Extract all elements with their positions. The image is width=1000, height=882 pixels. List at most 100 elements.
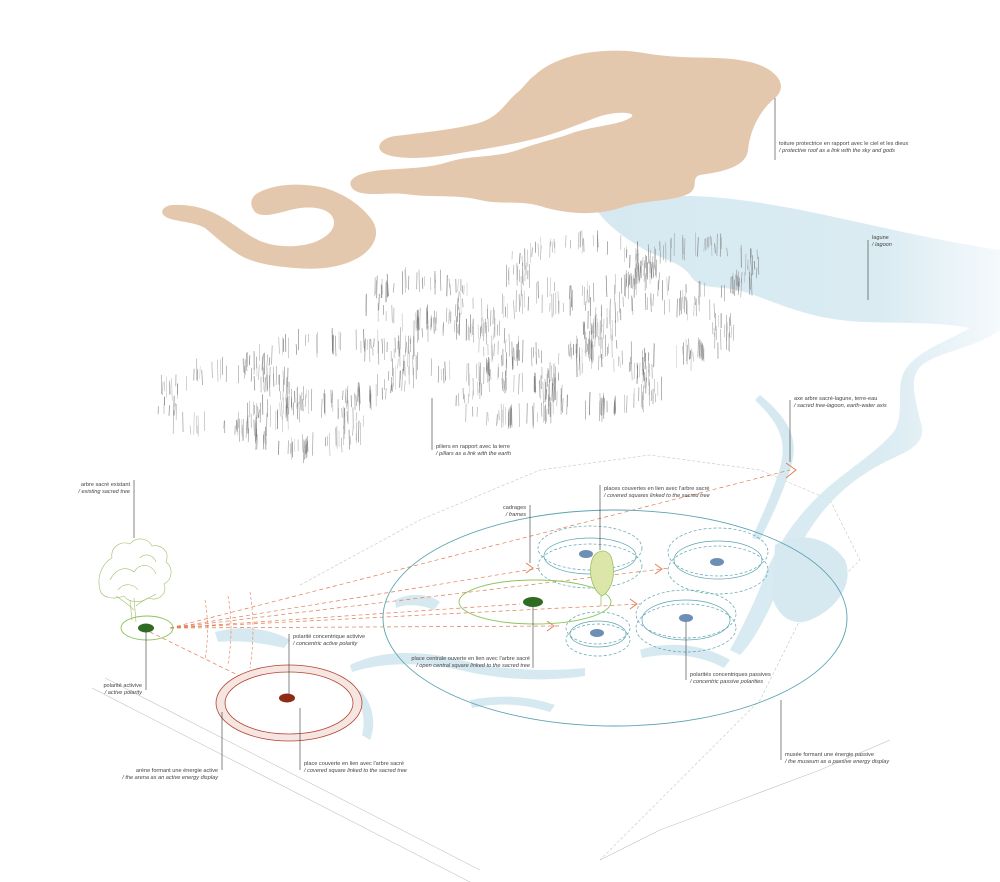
- pillar-stroke: [362, 415, 364, 427]
- label-tree: arbre sacré existant / existing sacred t…: [60, 482, 130, 496]
- pillar-stroke: [546, 368, 549, 387]
- pillar-stroke: [298, 402, 300, 423]
- label-covered-square: place couverte en lien avec l'arbre sacr…: [304, 761, 407, 775]
- young-sacred-tree-icon: [590, 550, 614, 606]
- label-museum-en: / the museum as a passive energy display: [785, 759, 890, 766]
- pillar-stroke: [603, 318, 605, 339]
- pillar-stroke: [626, 249, 628, 258]
- pillar-stroke: [668, 275, 670, 291]
- frame-arc-2: [227, 595, 232, 665]
- ring-inner: [543, 537, 637, 575]
- arena-covered-square: [279, 693, 295, 703]
- pillar-stroke: [518, 373, 520, 395]
- ring-inner: [673, 540, 763, 580]
- pillar-stroke: [462, 298, 464, 308]
- pillar-stroke: [531, 347, 533, 367]
- pillar-stroke: [488, 379, 490, 393]
- pillar-stroke: [533, 402, 535, 426]
- pillar-stroke: [532, 347, 535, 358]
- pillar-stroke: [595, 313, 597, 328]
- pillar-stroke: [493, 309, 495, 327]
- pillar-stroke: [516, 344, 518, 359]
- pillar-stroke: [307, 333, 309, 343]
- pillar-stroke: [387, 283, 389, 297]
- pillar-stroke: [268, 357, 271, 366]
- pillar-stroke: [419, 307, 421, 331]
- pillar-stroke: [602, 395, 605, 419]
- pillar-stroke: [541, 402, 543, 417]
- pillar-stroke: [357, 381, 359, 402]
- pillar-stroke: [748, 265, 750, 278]
- pillar-stroke: [517, 341, 519, 361]
- pillar-stroke: [266, 354, 268, 368]
- pillar-stroke: [391, 305, 393, 323]
- earth-pillars: [157, 230, 760, 464]
- passive-polarities: [579, 550, 724, 637]
- label-frames: cadrages / frames: [476, 505, 526, 519]
- pillar-stroke: [304, 445, 307, 455]
- pillar-stroke: [503, 327, 506, 344]
- pillar-stroke: [266, 413, 268, 437]
- pillar-stroke: [552, 293, 555, 317]
- pillar-stroke: [588, 330, 590, 355]
- pillar-stroke: [666, 276, 668, 296]
- pillar-stroke: [405, 341, 407, 353]
- label-active-polarity: polarité activive / active polarity: [80, 683, 142, 697]
- pillar-stroke: [636, 265, 638, 285]
- pillar-stroke: [614, 301, 617, 323]
- ring-lower: [537, 543, 643, 589]
- pillar-stroke: [352, 426, 354, 436]
- pillar-stroke: [702, 346, 704, 359]
- pillar-stroke: [329, 433, 331, 457]
- pillar-stroke: [643, 262, 646, 282]
- pillar-stroke: [393, 283, 395, 293]
- pillar-stroke: [480, 325, 482, 339]
- pillar-stroke: [686, 344, 688, 365]
- sacred-axes: [149, 469, 791, 709]
- pillar-stroke: [458, 291, 460, 302]
- axis-tree-square-2: [169, 603, 521, 629]
- pillar-stroke: [331, 330, 333, 354]
- pillar-stroke: [386, 280, 388, 298]
- pillar-stroke: [626, 395, 628, 413]
- pillar-stroke: [174, 403, 176, 416]
- label-pillars: piliers en rapport avec la terre / pilla…: [436, 444, 511, 458]
- arrowhead-frame-1: [525, 562, 534, 574]
- ring-lower: [635, 603, 737, 653]
- frame-arcs: [204, 591, 254, 669]
- pillar-stroke: [586, 281, 588, 303]
- pillar-stroke: [562, 398, 564, 413]
- ground-edge-left-inner: [104, 677, 481, 871]
- pillar-stroke: [316, 334, 318, 358]
- pillar-stroke: [490, 368, 492, 380]
- label-covered-squares-fr: places couvertes en lien avec l'arbre sa…: [604, 486, 710, 492]
- leader-lines: [133, 98, 869, 770]
- lagoon-east-bank: [772, 537, 848, 623]
- pillar-stroke: [635, 253, 637, 278]
- label-concentric-active-en: / concentric active polarity: [293, 641, 358, 648]
- label-museum: musée formant une énergie passive / the …: [785, 752, 889, 766]
- pillar-stroke: [467, 393, 469, 404]
- pillar-stroke: [457, 298, 459, 310]
- frame-arc-1: [204, 599, 208, 661]
- pillar-stroke: [619, 357, 621, 368]
- pillar-stroke: [258, 409, 260, 419]
- pillar-stroke: [331, 389, 333, 408]
- pillar-stroke: [242, 358, 244, 373]
- pillar-stroke: [652, 256, 654, 268]
- pillar-stroke: [374, 277, 376, 297]
- pillar-stroke: [364, 338, 366, 362]
- label-tree-en: / existing sacred tree: [78, 489, 130, 496]
- pillar-stroke: [689, 350, 691, 360]
- pillar-stroke: [604, 334, 607, 357]
- pillar-stroke: [340, 332, 342, 351]
- pillar-stroke: [515, 349, 518, 362]
- pillar-stroke: [534, 376, 536, 394]
- pillar-stroke: [323, 393, 326, 413]
- pillar-stroke: [258, 364, 260, 381]
- pillar-stroke: [398, 340, 400, 354]
- pillar-stroke: [458, 306, 460, 318]
- pillar-stroke: [549, 302, 551, 312]
- pillar-stroke: [445, 307, 448, 323]
- pillar-stroke: [444, 361, 446, 381]
